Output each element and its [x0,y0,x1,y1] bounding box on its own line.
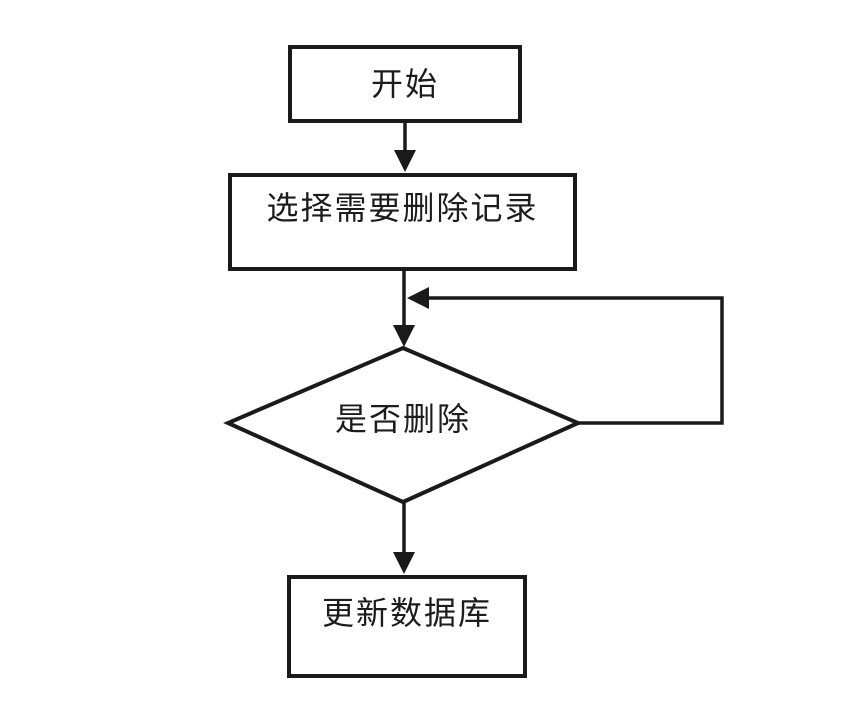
node-select-records: 选择需要删除记录 [228,173,577,271]
edge-decision-loop-back [429,296,724,425]
node-start-label: 开始 [370,65,439,103]
node-start: 开始 [288,45,522,123]
arrowhead-start-to-select [394,150,416,172]
node-decision-label: 是否删除 [334,400,472,438]
arrowhead-decision-to-update [393,552,415,574]
arrowhead-select-to-decision [393,325,415,347]
arrowhead-loop-back [407,287,429,309]
decision-diamond-shape [223,345,583,505]
node-update-database-label: 更新数据库 [321,593,492,632]
node-select-records-label: 选择需要删除记录 [266,189,539,227]
node-update-database: 更新数据库 [287,575,527,678]
